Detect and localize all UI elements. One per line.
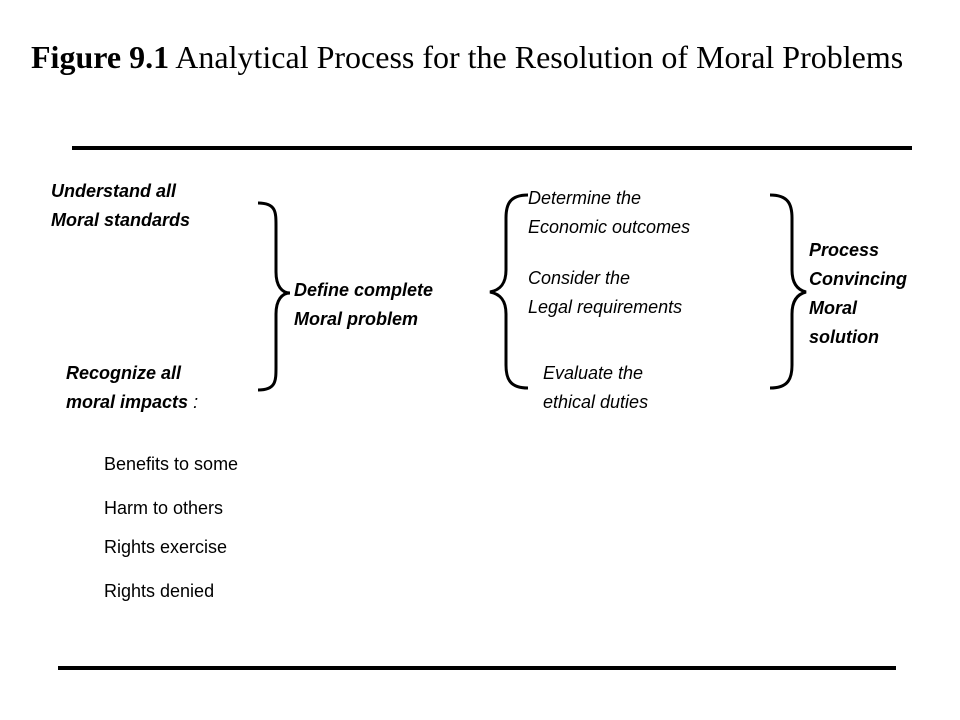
impact-rights-denied: Rights denied <box>104 581 215 601</box>
impact-harm: Harm to others <box>104 498 224 518</box>
economic-outcomes-label: Determine the Economic outcomes <box>528 188 691 237</box>
brace-left <box>257 201 291 392</box>
understand-standards-label: Understand all Moral standards <box>51 181 191 230</box>
brace-right <box>769 193 807 390</box>
impact-benefits: Benefits to some <box>104 454 239 474</box>
bottom-rule <box>58 666 896 670</box>
figure-caption: Analytical Process for the Resolution of… <box>175 39 904 75</box>
colon-mark: : <box>193 392 199 412</box>
figure-title: Figure 9.1 Analytical Process for the Re… <box>31 36 931 79</box>
ethical-duties-label: Evaluate the ethical duties <box>543 363 649 412</box>
recognize-impacts-label: Recognize all moral impacts : <box>66 363 199 412</box>
define-problem-label: Define complete Moral problem <box>294 280 434 329</box>
figure-label: Figure 9.1 <box>31 39 170 75</box>
legal-requirements-label: Consider the Legal requirements <box>528 268 683 317</box>
moral-solution-label: Process Convincing Moral solution <box>809 240 907 347</box>
impact-rights-exercise: Rights exercise <box>104 537 228 557</box>
brace-middle <box>489 193 529 390</box>
top-rule <box>72 146 912 150</box>
